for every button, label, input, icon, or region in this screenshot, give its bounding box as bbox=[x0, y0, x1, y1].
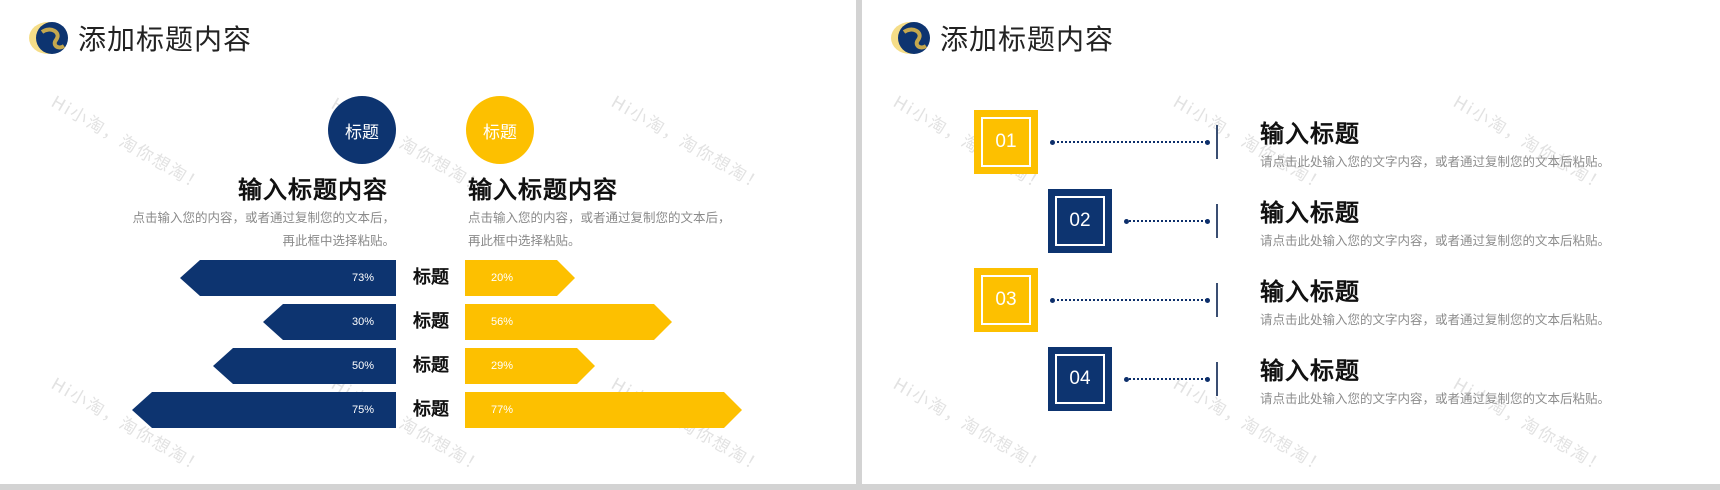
item-title: 输入标题 bbox=[1260, 278, 1360, 306]
vertical-divider bbox=[1216, 283, 1218, 317]
watermark: Hi小淘，淘你想淘！ bbox=[889, 374, 1050, 479]
connector-dot bbox=[1205, 377, 1210, 382]
dotted-connector bbox=[1052, 141, 1207, 143]
slide-header: 添加标题内容 bbox=[28, 18, 252, 58]
item-description: 请点击此处输入您的文字内容，或者通过复制您的文本后粘贴。 bbox=[1260, 391, 1611, 406]
vertical-divider bbox=[1216, 204, 1218, 238]
item-title: 输入标题 bbox=[1260, 120, 1360, 148]
item-description: 请点击此处输入您的文字内容，或者通过复制您的文本后粘贴。 bbox=[1260, 312, 1611, 327]
connector-dot bbox=[1205, 219, 1210, 224]
page-title: 添加标题内容 bbox=[940, 23, 1115, 56]
badge-label: 标题 bbox=[483, 122, 517, 143]
slide-left[interactable]: Hi小淘，淘你想淘！ Hi小淘，淘你想淘！ Hi小淘，淘你想淘！ Hi小淘，淘你… bbox=[0, 0, 856, 484]
yellow-bar[interactable]: 29% bbox=[465, 348, 595, 384]
row-label: 标题 bbox=[413, 311, 449, 332]
dotted-connector bbox=[1126, 378, 1207, 380]
item-description: 请点击此处输入您的文字内容，或者通过复制您的文本后粘贴。 bbox=[1260, 154, 1611, 169]
navy-bar[interactable]: 75% bbox=[132, 392, 396, 428]
column-title: 输入标题内容 bbox=[468, 176, 618, 204]
row-label: 标题 bbox=[413, 399, 449, 420]
slide-right[interactable]: Hi小淘，淘你想淘！ Hi小淘，淘你想淘！ Hi小淘，淘你想淘！ Hi小淘，淘你… bbox=[862, 0, 1720, 484]
vertical-divider bbox=[1216, 125, 1218, 159]
number-label: 03 bbox=[981, 275, 1031, 325]
connector-dot bbox=[1205, 140, 1210, 145]
bar-value: 56% bbox=[491, 316, 514, 328]
vertical-divider bbox=[1216, 362, 1218, 396]
number-label: 04 bbox=[1055, 354, 1105, 404]
dotted-connector bbox=[1052, 299, 1207, 301]
number-box: 04 bbox=[1048, 347, 1112, 411]
number-label: 02 bbox=[1055, 196, 1105, 246]
item-description: 请点击此处输入您的文字内容，或者通过复制您的文本后粘贴。 bbox=[1260, 233, 1611, 248]
watermark: Hi小淘，淘你想淘！ bbox=[1449, 374, 1610, 479]
bar-value: 29% bbox=[491, 360, 514, 372]
column-title: 输入标题内容 bbox=[238, 176, 388, 204]
watermark: Hi小淘，淘你想淘！ bbox=[607, 92, 768, 197]
connector-dot bbox=[1050, 298, 1055, 303]
column-description: 点击输入您的内容，或者通过复制您的文本后， 再此框中选择粘贴。 bbox=[468, 210, 731, 248]
dotted-connector bbox=[1126, 220, 1207, 222]
yellow-bar[interactable]: 77% bbox=[465, 392, 742, 428]
number-label: 01 bbox=[981, 117, 1031, 167]
watermark: Hi小淘，淘你想淘！ bbox=[1169, 374, 1330, 479]
item-title: 输入标题 bbox=[1260, 199, 1360, 227]
bar-value: 30% bbox=[351, 316, 374, 328]
bar-value: 77% bbox=[491, 404, 514, 416]
number-box: 01 bbox=[974, 110, 1038, 174]
swirl-logo-icon bbox=[29, 22, 68, 54]
watermark: Hi小淘，淘你想淘！ bbox=[1449, 92, 1610, 197]
title-badge-yellow: 标题 bbox=[466, 96, 534, 164]
number-box: 02 bbox=[1048, 189, 1112, 253]
bar-value: 20% bbox=[491, 272, 514, 284]
navy-bar[interactable]: 50% bbox=[213, 348, 396, 384]
yellow-bar[interactable]: 56% bbox=[465, 304, 672, 340]
title-badge-navy: 标题 bbox=[328, 96, 396, 164]
number-box: 03 bbox=[974, 268, 1038, 332]
column-description: 点击输入您的内容，或者通过复制您的文本后， 再此框中选择粘贴。 bbox=[132, 210, 395, 248]
connector-dot bbox=[1124, 377, 1129, 382]
watermark: Hi小淘，淘你想淘！ bbox=[47, 92, 208, 197]
row-label: 标题 bbox=[413, 355, 449, 376]
yellow-bar[interactable]: 20% bbox=[465, 260, 575, 296]
bar-value: 75% bbox=[351, 404, 374, 416]
bar-value: 73% bbox=[351, 272, 374, 284]
navy-bar[interactable]: 73% bbox=[180, 260, 396, 296]
page-title: 添加标题内容 bbox=[78, 23, 253, 56]
connector-dot bbox=[1124, 219, 1129, 224]
badge-label: 标题 bbox=[345, 122, 379, 143]
slide-header: 添加标题内容 bbox=[890, 18, 1114, 58]
bar-value: 50% bbox=[351, 360, 374, 372]
item-title: 输入标题 bbox=[1260, 357, 1360, 385]
swirl-logo-icon bbox=[891, 22, 930, 54]
connector-dot bbox=[1050, 140, 1055, 145]
navy-bar[interactable]: 30% bbox=[263, 304, 396, 340]
connector-dot bbox=[1205, 298, 1210, 303]
row-label: 标题 bbox=[413, 267, 449, 288]
